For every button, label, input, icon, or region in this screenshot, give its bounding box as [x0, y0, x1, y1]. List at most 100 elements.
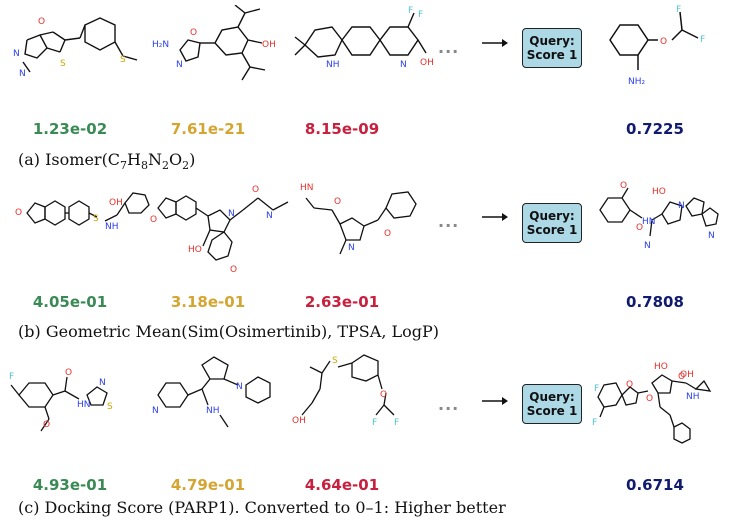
- atom-label: N: [678, 201, 685, 211]
- arrow-icon: [482, 39, 508, 47]
- atom-label: HO: [188, 245, 202, 255]
- atom-label: O: [43, 420, 50, 430]
- ellipsis: ...: [438, 38, 460, 57]
- atom-label: N: [708, 231, 715, 241]
- result-b: 0.7808: [626, 293, 684, 311]
- atom-label: OH: [262, 40, 276, 50]
- arrow-icon: [482, 213, 508, 221]
- atom-label: O: [380, 390, 387, 400]
- score-b1: 4.05e-01: [32, 293, 108, 311]
- ellipsis: ...: [438, 395, 460, 414]
- molecule-a3: F F NH N OH: [294, 6, 434, 70]
- score-c2: 4.79e-01: [170, 476, 246, 494]
- atom-label: NH: [105, 222, 119, 232]
- atom-label: OH: [109, 198, 123, 208]
- atom-label: OH: [420, 58, 434, 68]
- atom-label: S: [107, 402, 113, 412]
- query-box-line1: Query:: [529, 390, 575, 404]
- molecule-c2: N N NH: [152, 356, 271, 428]
- atom-label: F: [408, 6, 413, 16]
- atom-label: F: [676, 5, 681, 15]
- atom-label: N: [228, 209, 235, 219]
- atom-label: N: [13, 49, 20, 59]
- atom-label: N: [400, 60, 407, 70]
- atom-label: F: [592, 418, 597, 428]
- atom-label: F: [9, 372, 14, 382]
- caption-b: (b) Geometric Mean(Sim(Osimertinib), TPS…: [18, 322, 439, 341]
- query-box-line2: Score 1: [526, 48, 578, 62]
- molecule-c3: S OH O F F: [292, 354, 399, 428]
- query-box: Query: Score 1: [522, 384, 582, 424]
- molecule-c-result: F F O O HO OH NH O: [592, 362, 712, 444]
- atom-label: O: [646, 394, 653, 404]
- atom-label: O: [252, 185, 259, 195]
- score-b3: 2.63e-01: [304, 293, 380, 311]
- atom-label: N: [644, 241, 651, 251]
- atom-label: F: [372, 418, 377, 428]
- atom-label: N: [236, 382, 243, 392]
- score-b2: 3.18e-01: [170, 293, 246, 311]
- atom-label: HN: [642, 217, 656, 227]
- atom-label: O: [190, 28, 197, 38]
- atom-label: HO: [654, 362, 668, 372]
- atom-label: S: [93, 214, 99, 224]
- atom-label: S: [60, 59, 66, 69]
- atom-label: F: [418, 10, 423, 20]
- atom-label: O: [15, 208, 22, 218]
- query-box: Query: Score 1: [522, 28, 582, 68]
- molecule-a2: H₂N O N OH: [152, 5, 276, 81]
- result-c: 0.6714: [626, 476, 684, 494]
- atom-label: O: [334, 197, 341, 207]
- atom-label: OH: [680, 370, 694, 380]
- query-box-line1: Query:: [529, 34, 575, 48]
- atom-label: NH₂: [628, 77, 646, 87]
- molecule-c1: F O HN N S O: [9, 368, 113, 432]
- atom-label: N: [152, 406, 159, 416]
- query-box-line1: Query:: [529, 209, 575, 223]
- score-a3: 8.15e-09: [304, 120, 380, 138]
- atom-label: HO: [652, 187, 666, 197]
- atom-label: O: [636, 223, 643, 233]
- score-a2: 7.61e-21: [170, 120, 246, 138]
- atom-label: N: [266, 211, 273, 221]
- score-c1: 4.93e-01: [32, 476, 108, 494]
- atom-label: O: [660, 37, 667, 47]
- atom-label: N: [348, 243, 355, 253]
- molecule-b-result: O O HN N HO N N: [599, 181, 719, 251]
- molecule-a-result: O F F NH₂: [609, 5, 705, 87]
- query-box-line2: Score 1: [526, 404, 578, 418]
- atom-label: O: [384, 229, 391, 239]
- atom-label: O: [620, 181, 627, 191]
- molecule-b1: O S NH OH: [15, 192, 150, 232]
- atom-label: N: [19, 69, 26, 79]
- atom-label: N: [99, 378, 106, 388]
- caption-c: (c) Docking Score (PARP1). Converted to …: [18, 498, 506, 517]
- atom-label: O: [678, 372, 685, 382]
- atom-label: H₂N: [152, 40, 169, 50]
- atom-label: F: [700, 35, 705, 45]
- atom-label: NH: [206, 406, 220, 416]
- ellipsis: ...: [438, 212, 460, 231]
- atom-label: O: [65, 368, 72, 378]
- molecule-a1: O N N S S: [13, 17, 138, 79]
- atom-label: S: [120, 55, 126, 65]
- atom-label: O: [150, 215, 157, 225]
- atom-label: O: [230, 265, 237, 275]
- atom-label: S: [332, 356, 338, 366]
- arrow-icon: [482, 397, 508, 405]
- atom-label: F: [594, 384, 599, 394]
- caption-a: (a) Isomer(C7H8N2O2): [18, 150, 196, 173]
- result-a: 0.7225: [626, 120, 684, 138]
- score-a1: 1.23e-02: [32, 120, 108, 138]
- atom-label: F: [394, 418, 399, 428]
- atom-label: HN: [300, 183, 314, 193]
- query-box: Query: Score 1: [522, 203, 582, 243]
- query-box-line2: Score 1: [526, 223, 578, 237]
- atom-label: O: [626, 380, 633, 390]
- atom-label: N: [176, 60, 183, 70]
- score-c3: 4.64e-01: [304, 476, 380, 494]
- atom-label: HN: [77, 400, 91, 410]
- atom-label: NH: [686, 392, 700, 402]
- atom-label: O: [38, 17, 45, 27]
- molecule-b2: O N O N HO O: [150, 185, 289, 275]
